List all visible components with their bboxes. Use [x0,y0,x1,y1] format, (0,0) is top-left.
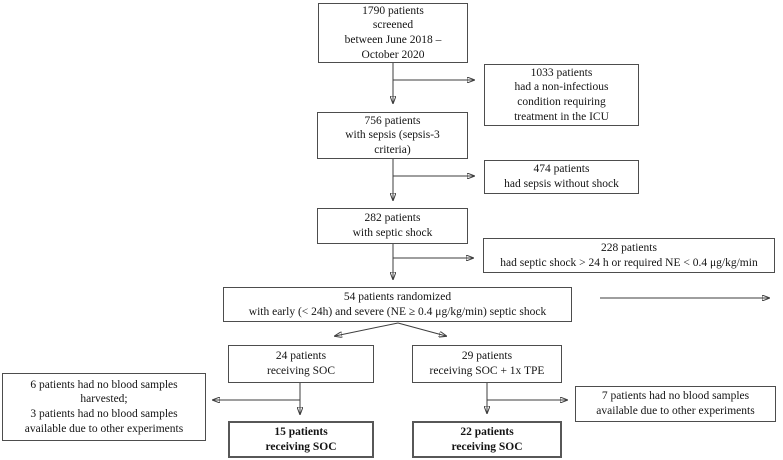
box-soc-arm: 24 patients receiving SOC [228,345,374,383]
box-excluded-tpe-samples: 7 patients had no blood samples availabl… [575,386,776,422]
box-excluded-late-line: had septic shock > 24 h or required NE <… [500,256,758,269]
box-screened: 1790 patients screened between June 2018… [318,3,468,63]
box-sepsis: 756 patients with sepsis (sepsis-3 crite… [317,112,468,159]
box-screened-line: screened [372,19,414,32]
box-sepsis-line: with sepsis (sepsis-3 [345,129,440,142]
box-sepsis-line: criteria) [374,143,411,156]
box-excluded-late-line: 228 patients [601,241,657,254]
box-tpe-final-line: 22 patients [460,425,514,438]
box-excluded-soc-samples-line: harvested; [80,393,128,406]
box-soc-arm-line: receiving SOC [266,365,336,377]
box-tpe-final: 22 patients receiving SOC [412,421,562,458]
box-soc-final-line: 15 patients [274,425,328,438]
box-tpe-arm-line: 29 patients [461,350,513,363]
box-excluded-tpe-samples-line: available due to other experiments [596,405,755,417]
box-excluded-no-shock: 474 patients had sepsis without shock [484,160,639,194]
box-excluded-icu-line: condition requiring [517,96,606,108]
box-excluded-soc-samples: 6 patients had no blood samples harveste… [2,373,206,441]
box-excluded-icu-line: had a non-infectious [514,81,609,94]
box-tpe-final-line: receiving SOC [451,440,523,453]
box-excluded-icu-line: treatment in the ICU [514,110,609,123]
arrow-split-to-soc [335,322,399,336]
box-excluded-soc-samples-line: 6 patients had no blood samples [30,378,178,391]
box-screened-line: October 2020 [361,48,425,61]
box-excluded-late-or-low-ne: 228 patients had septic shock > 24 h or … [483,238,775,273]
box-randomized: 54 patients randomized with early (< 24h… [223,287,572,322]
box-excluded-soc-samples-line: 3 patients had no blood samples [30,408,178,420]
box-tpe-arm-line: receiving SOC + 1x TPE [429,365,545,377]
box-soc-final-line: receiving SOC [265,440,337,453]
box-soc-arm-line: 24 patients [275,350,327,363]
box-excluded-icu: 1033 patients had a non-infectious condi… [484,64,639,126]
box-screened-line: 1790 patients [362,4,424,17]
box-septic-shock-line: 282 patients [364,212,421,225]
box-septic-shock: 282 patients with septic shock [317,208,468,244]
box-tpe-arm: 29 patients receiving SOC + 1x TPE [412,345,562,383]
box-randomized-line: 54 patients randomized [343,290,452,303]
box-septic-shock-line: with septic shock [352,227,433,239]
box-excluded-no-shock-line: 474 patients [533,163,590,176]
box-excluded-icu-line: 1033 patients [530,66,593,79]
box-randomized-line: with early (< 24h) and severe (NE ≥ 0.4 … [248,305,547,318]
box-screened-line: between June 2018 – [344,34,442,46]
arrow-split-to-tpe [397,322,446,336]
box-excluded-soc-samples-line: available due to other experiments [24,422,184,435]
box-excluded-no-shock-line: had sepsis without shock [504,178,619,190]
box-sepsis-line: 756 patients [364,114,421,127]
box-excluded-tpe-samples-line: 7 patients had no blood samples [601,390,750,403]
box-soc-final: 15 patients receiving SOC [228,421,374,458]
